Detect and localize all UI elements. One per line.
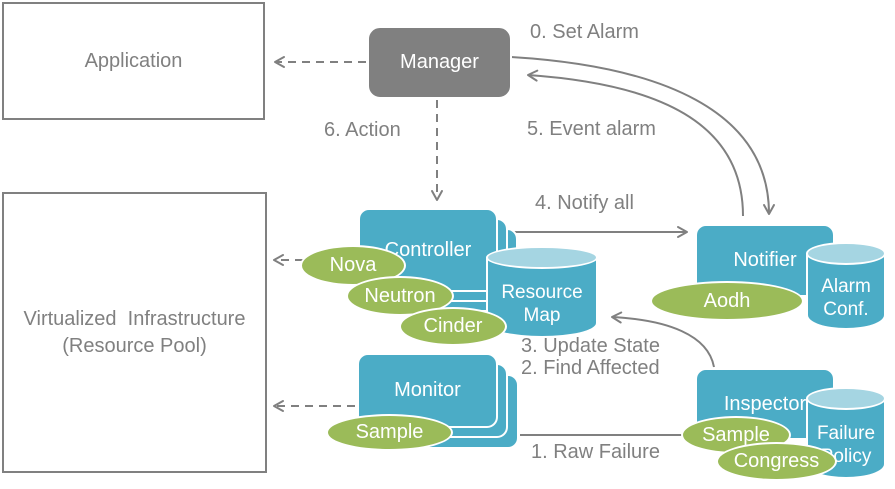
alarm-conf-cylinder-body: [806, 253, 886, 330]
monitor-sample-ellipse: Sample: [326, 414, 453, 451]
inspector-label: Inspector: [723, 392, 807, 415]
application-box: Application: [2, 2, 265, 120]
notifier-label: Notifier: [733, 249, 797, 271]
cinder-label: Cinder: [423, 315, 483, 337]
resource-map-cylinder-top: [486, 246, 598, 269]
flow-label-raw-failure: 1. Raw Failure: [531, 441, 660, 463]
flow-label-update-state: 3. Update State: [521, 335, 660, 357]
inspector-sample-label: Sample: [702, 423, 770, 446]
manager-box: Manager: [367, 26, 512, 99]
virtualized-infrastructure-label: Virtualized Infrastructure (Resource Poo…: [23, 307, 246, 357]
monitor-sample-label: Sample: [355, 421, 424, 443]
failure-policy-datastore: Failure Policy: [806, 387, 886, 479]
aodh-label: Aodh: [703, 289, 751, 312]
cinder-ellipse: Cinder: [399, 307, 507, 346]
application-label: Application: [84, 49, 183, 72]
alarm-conf-cylinder-top: [806, 242, 886, 265]
alarm-conf-label: Alarm Conf.: [821, 276, 871, 320]
flow-label-set-alarm: 0. Set Alarm: [530, 21, 639, 43]
flow-label-action: 6. Action: [324, 119, 401, 141]
virtualized-infrastructure-box: Virtualized Infrastructure (Resource Poo…: [2, 192, 267, 473]
resource-map-label: Resource Map: [501, 282, 583, 326]
arc-manager-to-notifier: [510, 56, 775, 215]
failure-policy-cylinder-body: [806, 398, 886, 479]
controller-label: Controller: [384, 238, 472, 261]
manager-label: Manager: [400, 51, 479, 73]
congress-label: Congress: [733, 450, 820, 472]
aodh-ellipse: Aodh: [650, 281, 804, 321]
arc-notifier-to-manager: [527, 69, 744, 217]
nova-label: Nova: [329, 254, 377, 276]
flow-label-notify-all: 4. Notify all: [535, 192, 634, 214]
alarm-conf-datastore: Alarm Conf.: [806, 242, 886, 330]
flow-label-find-affected: 2. Find Affected: [521, 357, 660, 379]
congress-ellipse: Congress: [716, 442, 837, 481]
flow-label-event-alarm: 5. Event alarm: [527, 118, 656, 140]
failure-policy-cylinder-top: [806, 387, 886, 410]
arc-inspector-to-resource-map: [611, 311, 715, 368]
monitor-label: Monitor: [394, 379, 461, 401]
neutron-label: Neutron: [364, 284, 436, 307]
